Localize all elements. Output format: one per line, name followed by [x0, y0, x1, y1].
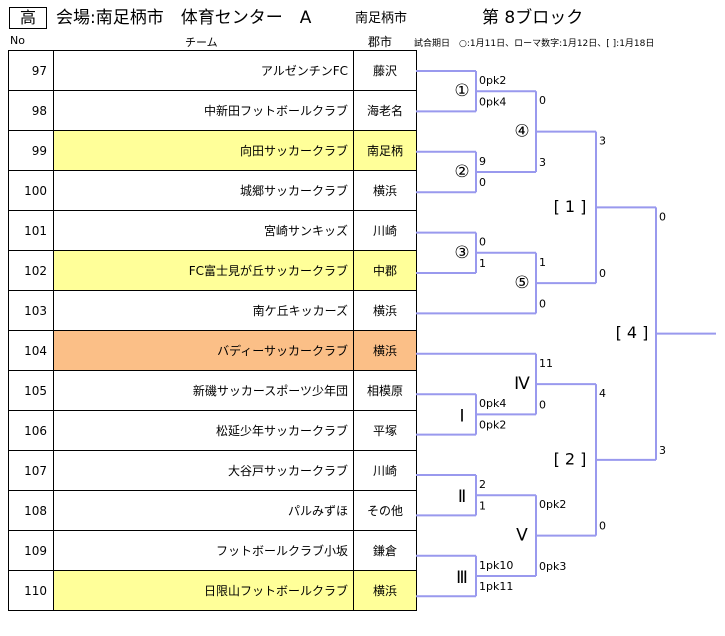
team-name: 松延少年サッカークラブ [53, 410, 354, 451]
team-name: 日限山フットボールクラブ [53, 570, 354, 611]
match-score-bottom: 0pk2 [479, 419, 506, 432]
match-score-bottom: 1 [479, 257, 486, 270]
block-title: 第 8ブロック [482, 8, 584, 28]
match-label: [ 4 ] [616, 323, 649, 342]
grade-box: 高 [9, 7, 47, 29]
match-score-bottom: 3 [539, 156, 546, 169]
column-header-no: No [10, 34, 25, 47]
match-score-bottom: 0 [539, 297, 546, 310]
match-label: ① [454, 81, 469, 101]
match-label: [ 2 ] [554, 449, 587, 468]
match-label: Ⅱ [458, 487, 466, 507]
match-score-bottom: 0pk4 [479, 95, 506, 108]
team-name: 大谷戸サッカークラブ [53, 450, 354, 491]
team-number: 107 [8, 450, 54, 491]
team-number: 110 [8, 570, 54, 611]
venue-title: 会場:南足柄市 体育センター A [56, 8, 312, 28]
match-score-top: 2 [479, 478, 486, 491]
match-score-bottom: 0 [599, 267, 606, 280]
team-city: 横浜 [353, 170, 417, 211]
match-score-bottom: 0 [599, 520, 606, 533]
match-score-bottom: 0 [539, 398, 546, 411]
match-label: ④ [514, 122, 529, 142]
match-label: ② [454, 162, 469, 182]
team-number: 105 [8, 370, 54, 411]
team-name: 南ケ丘キッカーズ [53, 290, 354, 331]
team-number: 99 [8, 130, 54, 171]
match-dates-note: 試合期日 ○:1月11日、ローマ数字:1月12日、[ ]:1月18日 [414, 39, 655, 49]
team-number: 102 [8, 250, 54, 291]
team-number: 104 [8, 330, 54, 371]
match-score-bottom: 0pk3 [539, 560, 566, 573]
match-score-top: 0 [659, 210, 666, 223]
match-score-bottom: 0 [479, 176, 486, 189]
column-header-city: 郡市 [368, 35, 393, 49]
team-city: 鎌倉 [353, 530, 417, 571]
match-score-top: 0 [539, 94, 546, 107]
match-label: Ⅲ [456, 568, 468, 588]
team-name: 城郷サッカークラブ [53, 170, 354, 211]
team-number: 108 [8, 490, 54, 531]
venue-city: 南足柄市 [355, 11, 408, 26]
team-number: 100 [8, 170, 54, 211]
match-label: ③ [454, 243, 469, 263]
team-city: 中郡 [353, 250, 417, 291]
team-city: 海老名 [353, 90, 417, 131]
team-city: 平塚 [353, 410, 417, 451]
team-city: 川崎 [353, 210, 417, 251]
match-label: Ⅰ [459, 406, 464, 426]
team-name: 向田サッカークラブ [53, 130, 354, 171]
match-score-top: 0pk2 [539, 498, 566, 511]
team-city: 横浜 [353, 570, 417, 611]
match-score-bottom: 3 [659, 444, 666, 457]
team-number: 106 [8, 410, 54, 451]
team-city: 川崎 [353, 450, 417, 491]
match-label: Ⅳ [514, 374, 530, 394]
team-name: パルみずほ [53, 490, 354, 531]
team-number: 98 [8, 90, 54, 131]
match-score-top: 0 [479, 236, 486, 249]
match-score-top: 3 [599, 135, 606, 148]
match-score-top: 0pk2 [479, 74, 506, 87]
match-score-top: 0pk4 [479, 397, 506, 410]
match-score-top: 11 [539, 357, 553, 370]
match-score-bottom: 1pk11 [479, 580, 513, 593]
match-label: [ 1 ] [554, 197, 587, 216]
team-city: 相模原 [353, 370, 417, 411]
match-label: Ⅴ [516, 526, 528, 546]
match-score-bottom: 1 [479, 499, 486, 512]
team-name: バディーサッカークラブ [53, 330, 354, 371]
team-city: 横浜 [353, 330, 417, 371]
match-score-top: 4 [599, 387, 606, 400]
match-score-top: 9 [479, 155, 486, 168]
column-header-team: チーム [185, 36, 218, 49]
team-name: フットボールクラブ小坂 [53, 530, 354, 571]
match-score-top: 1pk10 [479, 559, 513, 572]
match-score-top: 1 [539, 256, 546, 269]
match-label: ⑤ [514, 273, 529, 293]
